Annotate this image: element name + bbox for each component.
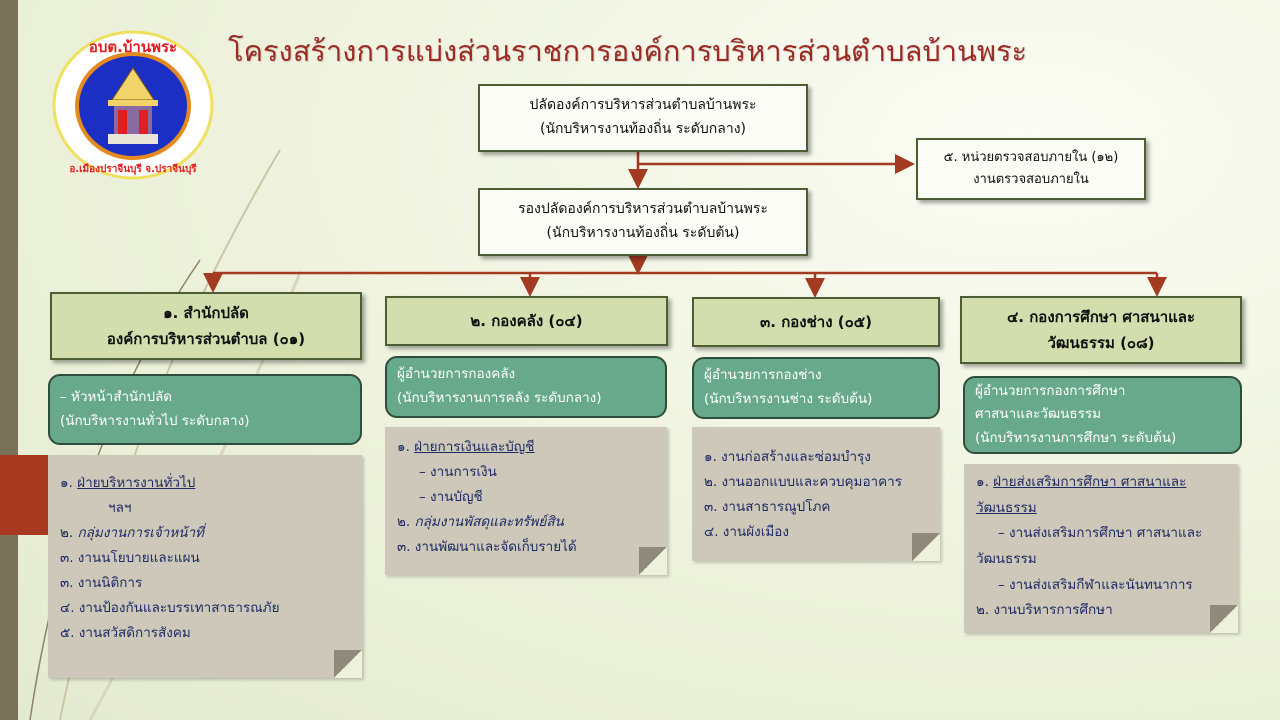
head-title: ผู้อำนวยการกองคลัง [397,366,516,383]
dept-education: ๔. กองการศึกษา ศาสนาและ วัฒนธรรม (๐๘) [960,296,1242,364]
list-item: ๓. งานสาธารณูปโภค [704,498,831,515]
dept-units-note: ๑. ฝ่ายการเงินและบัญชี – งานการเงิน – งา… [385,427,667,575]
list-item: ๓. งานนิติการ [60,574,143,591]
left-decor-strip [0,0,18,720]
audit-title: ๕. หน่วยตรวจสอบภายใน (๑๒) [943,149,1119,165]
chief-level: (นักบริหารงานท้องถิ่น ระดับกลาง) [540,121,746,137]
list-item: ๑. ฝ่ายส่งเสริมการศึกษา ศาสนาและ [976,474,1187,490]
dept-title: วัฒนธรรม (๐๘) [1047,334,1155,352]
dept-engineering: ๓. กองช่าง (๐๕) [692,297,940,347]
list-item: ๒. กลุ่มงานพัสดุและทรัพย์สิน [397,513,564,530]
deputy-title: รองปลัดองค์การบริหารส่วนตำบลบ้านพระ [518,201,768,218]
list-item: ฯลฯ [108,499,132,516]
dept-head-box: – หัวหน้าสำนักปลัด (นักบริหารงานทั่วไป ร… [48,374,362,445]
dept-title: องค์การบริหารส่วนตำบล (๐๑) [106,330,306,348]
dept-office-of-chief: ๑. สำนักปลัด องค์การบริหารส่วนตำบล (๐๑) [50,292,362,360]
list-item: – งานส่งเสริมกีฬาและนันทนาการ [998,576,1193,593]
list-item: วัฒนธรรม [976,550,1037,567]
dept-head-box: ผู้อำนวยการกองช่าง (นักบริหารงานช่าง ระด… [692,357,940,419]
dept-title: ๔. กองการศึกษา ศาสนาและ [1006,307,1196,326]
deputy-level: (นักบริหารงานท้องถิ่น ระดับต้น) [546,225,740,241]
dept-units-note: ๑. ฝ่ายบริหารงานทั่วไป ฯลฯ ๒. กลุ่มงานกา… [48,455,362,678]
dept-finance: ๒. กองคลัง (๐๔) [385,296,668,346]
list-item: วัฒนธรรม [976,499,1037,516]
dept-title: ๓. กองช่าง (๐๕) [760,312,872,331]
audit-sub: งานตรวจสอบภายใน [973,172,1089,187]
deputy-administrator-box: รองปลัดองค์การบริหารส่วนตำบลบ้านพระ (นัก… [478,188,808,256]
head-title: ผู้อำนวยการกองการศึกษา [975,382,1126,399]
red-accent-block [0,455,52,535]
organization-logo: อบต.บ้านพระ อ.เมืองปราจีนบุรี จ.ปราจีนบุ… [52,30,214,180]
dept-units-note: ๑. งานก่อสร้างและซ่อมบำรุง ๒. งานออกแบบแ… [692,427,940,561]
dept-head-box: ผู้อำนวยการกองคลัง (นักบริหารงานการคลัง … [385,356,667,418]
list-item: – งานบัญชี [419,488,483,505]
head-title: – หัวหน้าสำนักปลัด [60,388,173,405]
internal-audit-box: ๕. หน่วยตรวจสอบภายใน (๑๒) งานตรวจสอบภายใ… [916,138,1146,200]
chief-administrator-box: ปลัดองค์การบริหารส่วนตำบลบ้านพระ (นักบริ… [478,84,808,152]
chief-title: ปลัดองค์การบริหารส่วนตำบลบ้านพระ [529,97,757,114]
list-item: ๒. งานออกแบบและควบคุมอาคาร [704,473,902,490]
logo-bottom-text: อ.เมืองปราจีนบุรี จ.ปราจีนบุรี [69,163,197,175]
dept-title: ๒. กองคลัง (๐๔) [470,311,583,330]
list-item: ๔. งานป้องกันและบรรเทาสาธารณภัย [60,599,280,616]
dept-head-box: ผู้อำนวยการกองการศึกษา ศาสนาและวัฒนธรรม … [963,376,1242,454]
list-item: ๓. งานพัฒนาและจัดเก็บรายได้ [397,538,577,555]
list-item: ๒. งานบริหารการศึกษา [976,602,1113,619]
list-item: ๕. งานสวัสดิการสังคม [60,624,191,641]
dept-units-note: ๑. ฝ่ายส่งเสริมการศึกษา ศาสนาและ วัฒนธรร… [964,464,1238,633]
head-title: ศาสนาและวัฒนธรรม [975,406,1102,423]
head-level: (นักบริหารงานการศึกษา ระดับต้น) [975,429,1177,446]
list-item: ๒. กลุ่มงานการเจ้าหน้าที่ [60,524,204,541]
logo-top-text: อบต.บ้านพระ [89,38,177,56]
list-item: – งานส่งเสริมการศึกษา ศาสนาและ [998,525,1203,542]
head-level: (นักบริหารงานการคลัง ระดับกลาง) [397,390,602,406]
list-item: ๑. ฝ่ายบริหารงานทั่วไป [60,475,196,491]
list-item: – งานการเงิน [419,463,497,480]
list-item: ๓. งานนโยบายและแผน [60,549,200,566]
list-item: ๑. ฝ่ายการเงินและบัญชี [397,439,535,455]
page-title: โครงสร้างการแบ่งส่วนราชการองค์การบริหารส… [228,34,1028,68]
list-item: ๔. งานผังเมือง [704,523,789,540]
list-item: ๑. งานก่อสร้างและซ่อมบำรุง [704,449,871,465]
head-level: (นักบริหารงานช่าง ระดับต้น) [704,391,873,407]
head-level: (นักบริหารงานทั่วไป ระดับกลาง) [60,412,250,429]
dept-title: ๑. สำนักปลัด [163,303,249,322]
head-title: ผู้อำนวยการกองช่าง [704,367,822,384]
